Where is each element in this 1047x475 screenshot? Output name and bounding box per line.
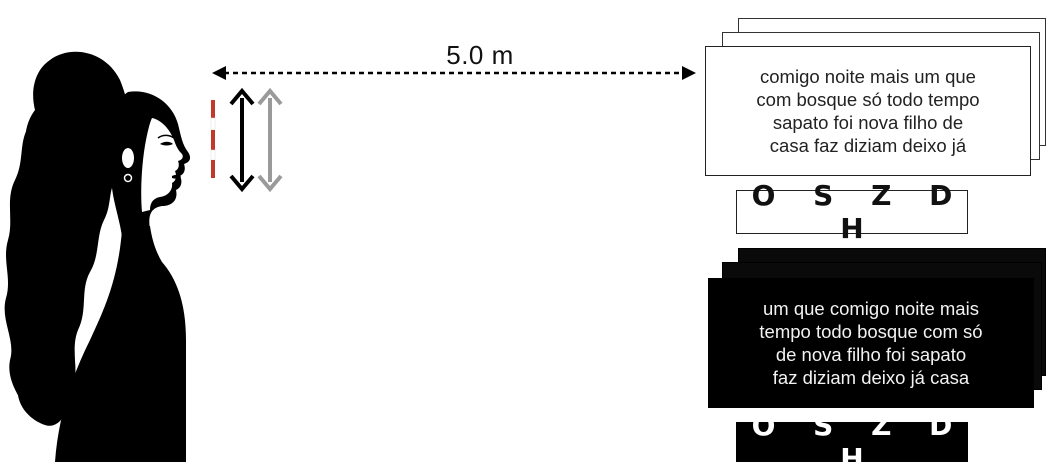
white-card-line-4: casa faz diziam deixo já [769,135,967,156]
distance-dashed-arrow-icon [212,66,696,80]
black-card-line-4: faz diziam deixo já casa [772,367,970,388]
white-card-line-3: sapato foi nova filho de [772,112,964,133]
eye-position-marker [210,100,216,178]
white-optotype-strip: O S Z D H [736,179,968,245]
black-card-line-1: um que comigo noite mais [763,298,979,319]
white-card-line-2: com bosque só todo tempo [756,89,980,110]
black-card-text: um que comigo noite mais tempo todo bosq… [759,297,982,389]
black-optotype-letters: O S Z D H [751,409,967,475]
white-card-line-1: comigo noite mais um que [760,66,976,87]
marker-segment-red-bottom [211,160,215,178]
black-card-line-3: de nova filho foi sapato [775,344,967,365]
distance-label: 5.0 m [446,40,514,70]
marker-segment-red-middle [211,130,215,150]
white-optotype-letters: O S Z D H [751,179,967,245]
woman-profile-silhouette-icon [4,51,191,462]
black-text-card: um que comigo noite mais tempo todo bosq… [708,278,1034,408]
black-optotype-strip: O S Z D H [736,409,968,475]
vertical-double-arrow-black-icon [229,87,255,193]
marker-segment-red-top [211,100,215,118]
black-card-line-2: tempo todo bosque com só [759,321,983,342]
white-card-text: comigo noite mais um que com bosque só t… [756,65,979,157]
vertical-double-arrow-grey-icon [257,87,283,193]
white-text-card: comigo noite mais um que com bosque só t… [705,46,1031,176]
